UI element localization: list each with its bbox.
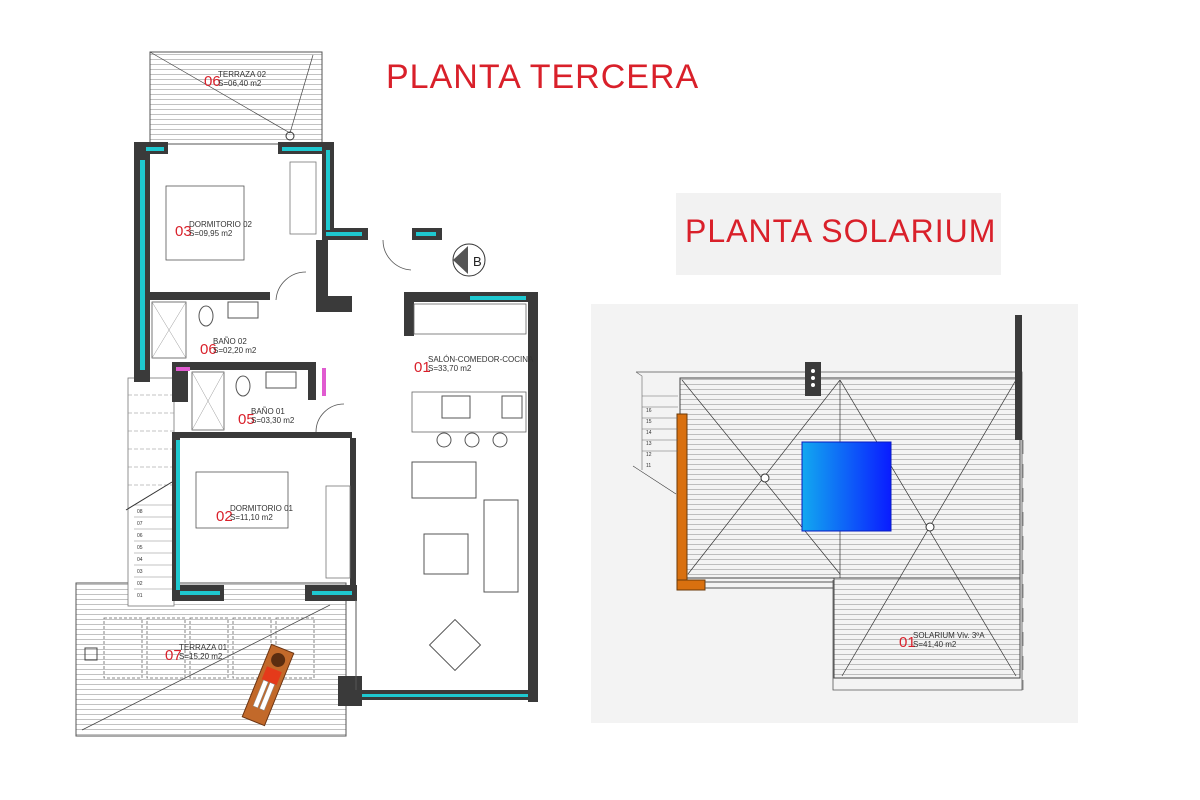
svg-text:06: 06 (204, 73, 221, 90)
svg-text:TERRAZA 02: TERRAZA 02 (218, 70, 267, 79)
toilet-icon (198, 305, 214, 327)
planta-tercera: 08 07 06 05 04 03 02 01 (75, 51, 538, 737)
svg-text:01: 01 (414, 359, 431, 376)
toilet-icon (235, 375, 251, 397)
pool (801, 441, 892, 532)
railing (1015, 315, 1022, 440)
svg-text:BAÑO 01: BAÑO 01 (251, 407, 285, 416)
coffee-table-icon (423, 533, 469, 575)
svg-text:S=03,30 m2: S=03,30 m2 (251, 416, 295, 425)
staircase-solarium (632, 371, 678, 495)
step-label: 14 (646, 430, 652, 436)
svg-text:S=06,40 m2: S=06,40 m2 (218, 79, 262, 88)
svg-text:S=11,10 m2: S=11,10 m2 (230, 513, 273, 522)
terraza-02 (149, 51, 323, 145)
drain-icon (925, 522, 935, 532)
step-label: 15 (646, 419, 652, 425)
svg-text:SOLARIUM Viv. 3ºA: SOLARIUM Viv. 3ºA (913, 631, 985, 640)
wardrobe-icon (289, 161, 317, 235)
room-label-solarium: 01 SOLARIUM Viv. 3ºA S=41,40 m2 (899, 631, 985, 651)
svg-text:S=09,95 m2: S=09,95 m2 (189, 229, 233, 238)
svg-text:02: 02 (216, 508, 233, 525)
step-label: 12 (646, 452, 652, 458)
bed-icon (165, 185, 245, 261)
room-label-salon: 01 SALÓN-COMEDOR-COCINA S=33,70 m2 (414, 355, 534, 376)
svg-text:S=41,40 m2: S=41,40 m2 (913, 640, 957, 649)
hob-icon (441, 395, 471, 419)
svg-text:06: 06 (200, 341, 217, 358)
staircase: 08 07 06 05 04 03 02 01 (125, 377, 175, 607)
svg-text:01: 01 (899, 634, 916, 651)
step-label: 07 (137, 521, 143, 527)
room-label-bano-02: 06 BAÑO 02 S=02,20 m2 (200, 337, 257, 358)
svg-text:05: 05 (238, 411, 255, 428)
svg-text:DORMITORIO 01: DORMITORIO 01 (230, 504, 294, 513)
svg-text:07: 07 (165, 647, 182, 664)
planta-solarium: 16 15 14 13 12 11 01 SOLARIUM Viv. 3ºA S… (591, 304, 1078, 723)
step-label: 05 (137, 545, 143, 551)
step-label: 04 (137, 557, 143, 563)
step-label: 06 (137, 533, 143, 539)
wardrobe-icon (325, 485, 351, 579)
room-label-dormitorio-01: 02 DORMITORIO 01 S=11,10 m2 (216, 504, 294, 525)
step-label: 11 (646, 463, 651, 469)
svg-text:S=15,20 m2: S=15,20 m2 (179, 652, 223, 661)
svg-text:BAÑO 02: BAÑO 02 (213, 337, 247, 346)
kitchen-sink-icon (501, 395, 523, 419)
room-label-terraza-01: 07 TERRAZA 01 S=15,20 m2 (165, 643, 228, 664)
drain-icon (285, 131, 295, 141)
kitchen-counter (413, 303, 527, 335)
room-label-bano-01: 05 BAÑO 01 S=03,30 m2 (238, 407, 295, 428)
bed-icon (195, 471, 289, 529)
sink-icon (265, 371, 297, 389)
compass-icon: B (452, 243, 486, 277)
parapet (676, 413, 688, 591)
insulation (140, 147, 528, 697)
sunbed-icon (241, 643, 295, 727)
sofa-icon (483, 499, 519, 593)
dining-table-icon (428, 618, 482, 672)
svg-text:DORMITORIO 02: DORMITORIO 02 (189, 220, 253, 229)
solarium-title: PLANTA SOLARIUM (685, 213, 997, 249)
room-label-terraza-02: 06 TERRAZA 02 S=06,40 m2 (204, 70, 267, 90)
solarium-deck (834, 578, 1020, 678)
step-label: 01 (137, 593, 143, 599)
step-label: 02 (137, 581, 143, 587)
door-swing (275, 271, 307, 301)
step-label: 08 (137, 509, 143, 515)
step-label: 03 (137, 569, 143, 575)
drain-icon (760, 473, 770, 483)
svg-text:S=02,20 m2: S=02,20 m2 (213, 346, 257, 355)
svg-text:SALÓN-COMEDOR-COCINA: SALÓN-COMEDOR-COCINA (428, 355, 534, 364)
sofa-icon (411, 461, 477, 499)
room-label-dormitorio-02: 03 DORMITORIO 02 S=09,95 m2 (175, 220, 253, 240)
door-swing (315, 403, 345, 433)
svg-text:TERRAZA 01: TERRAZA 01 (179, 643, 228, 652)
svg-text:B: B (473, 254, 482, 269)
step-label: 13 (646, 441, 652, 447)
svg-text:03: 03 (175, 223, 192, 240)
door-swing (382, 239, 412, 271)
solarium-title-box (676, 193, 1001, 275)
svg-text:S=33,70 m2: S=33,70 m2 (428, 364, 472, 373)
sink-icon (227, 301, 259, 319)
step-label: 16 (646, 408, 652, 414)
floor-title: PLANTA TERCERA (386, 58, 700, 96)
column-icon (84, 647, 98, 661)
